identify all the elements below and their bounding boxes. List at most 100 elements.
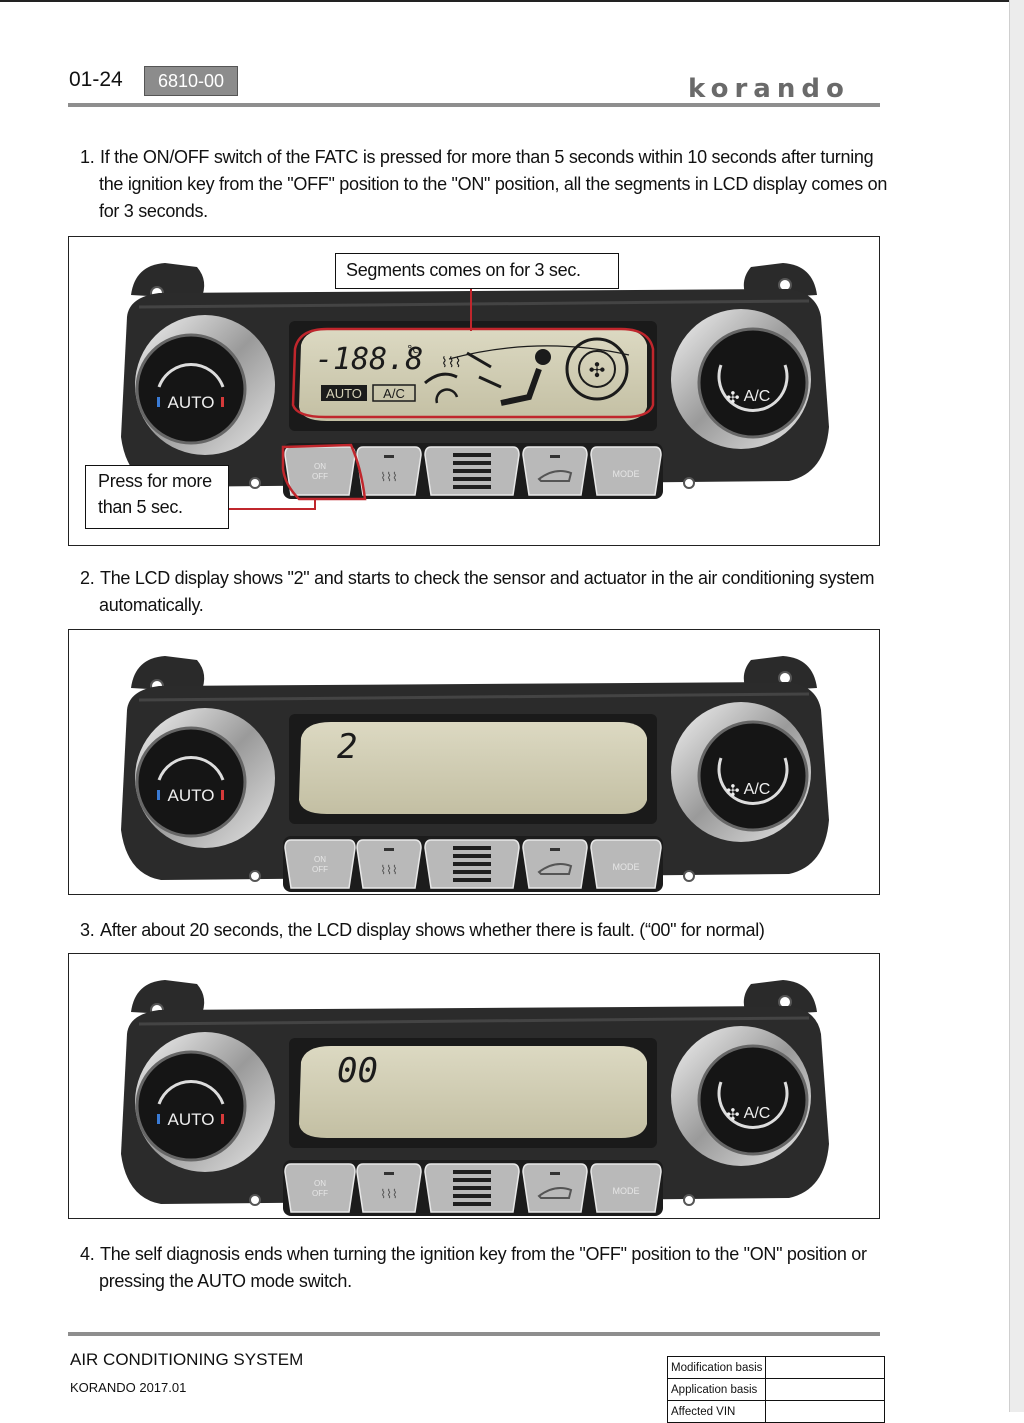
recirc-led <box>550 455 560 458</box>
mount-hole <box>683 870 695 882</box>
mode-button <box>590 1163 662 1213</box>
page-number: 01-24 <box>69 68 123 91</box>
viewer-scrollbar[interactable] <box>1009 0 1024 1412</box>
knob-arc <box>717 1081 789 1129</box>
lcd-screen <box>299 722 647 814</box>
panel-ear <box>131 263 205 299</box>
fan-speed-bar <box>453 1202 491 1206</box>
cold-indicator <box>157 790 160 800</box>
lcd-ac-box <box>372 384 416 402</box>
lcd-auto: AUTO <box>326 386 362 401</box>
lcd-vent-arrow <box>466 351 502 389</box>
mode-label: MODE <box>613 862 640 872</box>
hot-indicator <box>221 397 224 407</box>
defrost-button <box>356 446 422 496</box>
mount-hole <box>683 1194 695 1206</box>
lcd-fan-inner <box>578 350 616 388</box>
fan-speed-bar <box>453 469 491 473</box>
basis-value <box>765 1356 886 1379</box>
auto-knob-label: AUTO <box>168 1110 215 1129</box>
header-rule <box>68 103 880 107</box>
cold-indicator <box>157 397 160 407</box>
right-knob <box>697 720 809 832</box>
callout-press-line: than 5 sec. <box>98 497 183 517</box>
footer-title: AIR CONDITIONING SYSTEM <box>70 1350 304 1369</box>
left-knob <box>135 726 247 838</box>
step-3: 3.After about 20 seconds, the LCD displa… <box>80 917 765 944</box>
cold-indicator <box>157 1114 160 1124</box>
onoff-button <box>284 1163 356 1213</box>
fan-speed-bar <box>453 870 491 874</box>
fan-speed-bar <box>453 1170 491 1174</box>
onoff-button <box>284 839 356 889</box>
lcd-ac: A/C <box>383 386 405 401</box>
basis-row: Modification basis <box>666 1356 886 1379</box>
step-text-line: automatically. <box>99 595 204 615</box>
step-text-line: After about 20 seconds, the LCD display … <box>100 920 765 940</box>
ac-knob-label: A/C <box>744 1105 771 1122</box>
fan-speed-bar <box>453 1186 491 1190</box>
mode-button <box>590 839 662 889</box>
lcd-divider-curve <box>448 345 630 360</box>
step-4: 4.The self diagnosis ends when turning t… <box>80 1241 867 1295</box>
basis-value <box>765 1378 886 1401</box>
fan-speed-bar <box>453 854 491 858</box>
onoff-label: ON <box>314 855 326 864</box>
lcd-fan-ring <box>565 337 629 401</box>
mount-hole <box>683 477 695 489</box>
panel-ear <box>131 980 205 1016</box>
mount-hole <box>249 870 261 882</box>
panel-ear <box>131 656 205 692</box>
step-text-line: If the ON/OFF switch of the FATC is pres… <box>100 147 874 167</box>
auto-knob-label: AUTO <box>168 786 215 805</box>
hot-indicator <box>221 790 224 800</box>
lcd-defrost-icon: ⌇⌇⌇ <box>441 355 462 371</box>
step-text-line: The LCD display shows "2" and starts to … <box>100 568 875 588</box>
recirc-icon <box>537 863 573 875</box>
basis-row: Application basis <box>666 1378 886 1401</box>
lcd-value: 2 <box>337 727 357 767</box>
right-knob <box>697 327 809 439</box>
lcd-highlight <box>291 327 655 419</box>
knob-arc <box>157 1079 225 1105</box>
step-2: 2.The LCD display shows "2" and starts t… <box>80 565 875 619</box>
defrost-icon: ⌇⌇⌇ <box>380 863 398 877</box>
callout-press: Press for more than 5 sec. <box>85 465 229 529</box>
ac-knob-label: A/C <box>744 388 771 405</box>
lcd-screen <box>299 329 647 421</box>
step-number: 3. <box>80 920 95 940</box>
defrost-led <box>384 848 394 851</box>
mount-hole <box>249 1194 261 1206</box>
lcd-screen <box>299 1046 647 1138</box>
lcd-fan-icon: ✣ <box>589 358 606 382</box>
fan-speed-bar <box>453 453 491 457</box>
onoff-button <box>284 446 356 496</box>
recirc-icon <box>537 470 573 482</box>
fan-icon: ✣ <box>726 1105 739 1124</box>
brand-logo: korando <box>688 74 850 104</box>
defrost-icon: ⌇⌇⌇ <box>380 470 398 484</box>
recirc-icon <box>537 1187 573 1199</box>
step-number: 1. <box>80 147 95 167</box>
knob-arc <box>717 757 789 805</box>
mode-label: MODE <box>613 1186 640 1196</box>
lcd-auto-box <box>321 385 367 401</box>
step-text-line: for 3 seconds. <box>99 201 208 221</box>
basis-label: Modification basis <box>666 1356 767 1379</box>
footer-subtitle: KORANDO 2017.01 <box>70 1380 187 1395</box>
mode-button <box>590 446 662 496</box>
onoff-label: OFF <box>312 1189 328 1198</box>
lcd-recirc-icon <box>435 388 459 404</box>
auto-knob-label: AUTO <box>168 393 215 412</box>
fan-speed-bar <box>453 461 491 465</box>
right-knob <box>697 1044 809 1156</box>
fan-speed-bar <box>453 1178 491 1182</box>
fan-speed-bar <box>453 485 491 489</box>
